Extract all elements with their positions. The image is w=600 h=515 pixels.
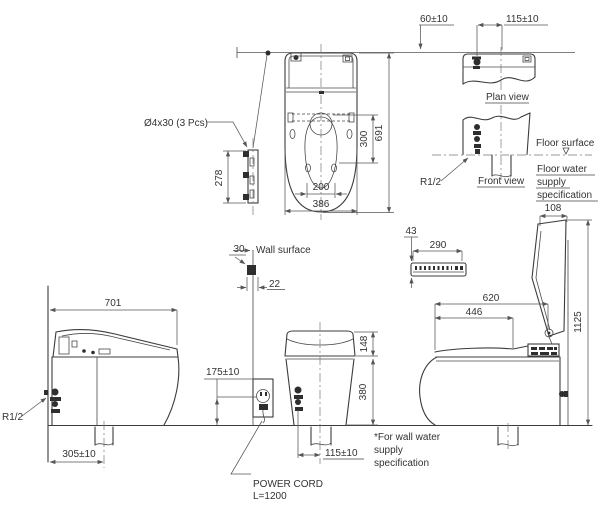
wall-supply-note-1: *For wall water	[374, 432, 441, 443]
dim-rear-lid: 148	[359, 335, 370, 352]
dim-side-depth: 701	[105, 298, 122, 309]
dim-depth-620: 620	[483, 293, 500, 304]
power-cord-label: POWER CORD	[253, 479, 323, 490]
dim-height: 1125	[573, 311, 584, 333]
dim-plan-supply: 115±10	[506, 14, 539, 25]
wall-supply-note-3: specification	[374, 458, 429, 469]
floor-supply-note-3: specification	[537, 190, 592, 201]
dim-depth-446: 446	[466, 307, 483, 318]
dim-rear-body: 380	[358, 383, 369, 400]
floor-surface-label: Floor surface	[536, 138, 595, 149]
fixing-plate: Ø4x30 (3 Pcs) 278	[144, 118, 259, 217]
side-view-right: 108 1125 620 446	[374, 203, 592, 469]
dim-plan-offset: 60±10	[420, 14, 448, 25]
remote-control: 43 290	[404, 226, 467, 288]
dim-wall-30: 30	[233, 244, 245, 255]
power-cord-length: L=1200	[253, 491, 287, 502]
side-thread-label: R1/2	[2, 412, 24, 423]
dim-top-length: 691	[374, 124, 385, 141]
dim-remote-height: 43	[405, 226, 417, 237]
top-view: 691 300 200 386	[236, 44, 575, 220]
front-thread-label: R1/2	[420, 177, 442, 188]
dim-rough-in: 305±10	[62, 449, 96, 460]
rear-view: 30 Wall surface 22 148 380	[204, 244, 378, 502]
side-view-left: 701 R1/2 305±10	[2, 285, 180, 468]
plan-view: 60±10 115±10 Plan view	[418, 14, 548, 104]
dim-lid-width: 108	[545, 203, 562, 214]
wall-surface-label: Wall surface	[256, 245, 311, 256]
front-view-label: Front view	[478, 176, 525, 187]
dim-top-trap: 200	[313, 182, 330, 193]
plan-view-label: Plan view	[486, 92, 530, 103]
floor-supply-note-2: supply	[537, 177, 566, 188]
bolt-spec-label: Ø4x30 (3 Pcs)	[144, 118, 208, 129]
dim-rear-supply: 115±10	[325, 448, 358, 459]
front-view: Floor surface R1/2 Front view Floor wate…	[420, 105, 598, 202]
dim-remote-width: 290	[430, 240, 447, 251]
wall-supply-note-2: supply	[374, 445, 403, 456]
floor-supply-note-1: Floor water	[537, 164, 588, 175]
dim-plate-height: 278	[214, 169, 225, 186]
dim-top-pitch: 300	[359, 130, 370, 147]
dim-top-width: 386	[313, 199, 330, 210]
dim-outlet-height: 175±10	[206, 367, 240, 378]
dim-wall-22: 22	[269, 279, 281, 290]
